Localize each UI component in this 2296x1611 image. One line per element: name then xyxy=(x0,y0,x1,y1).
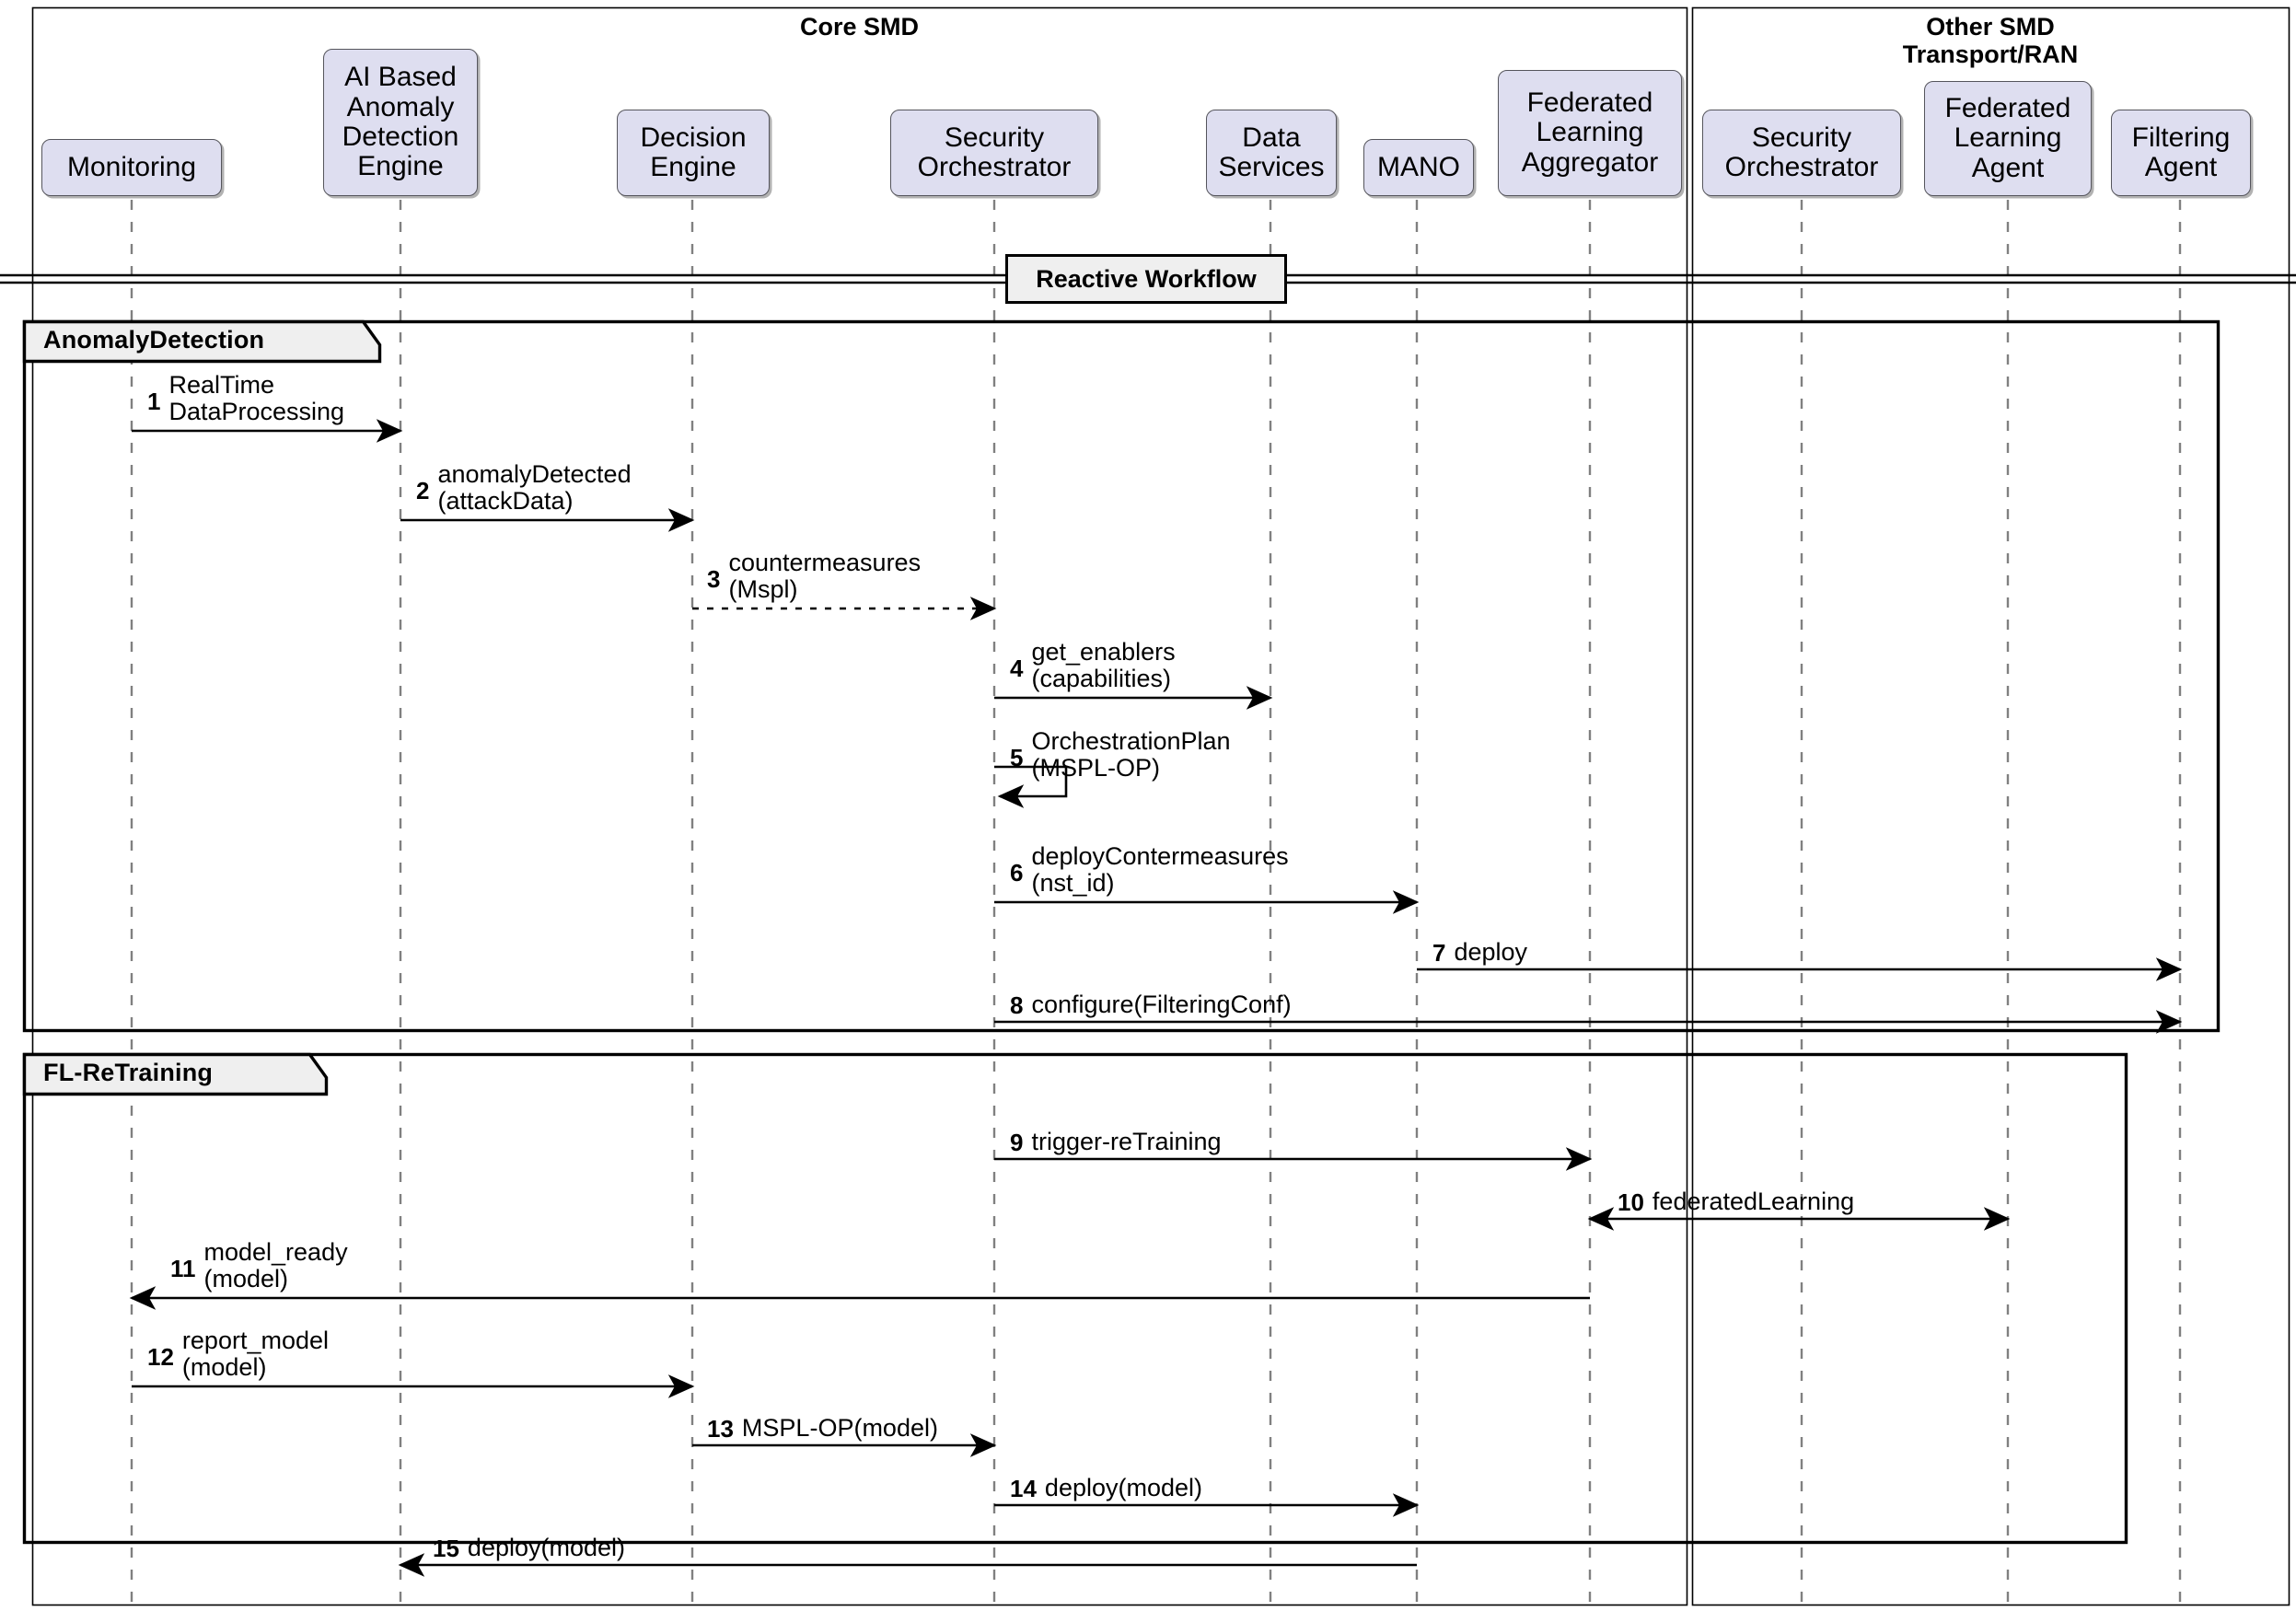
fragment-tab-anomaly-detection xyxy=(22,319,382,364)
participant-label-monitoring: Monitoring xyxy=(66,151,197,182)
message-text-13: MSPL-OP(model) xyxy=(741,1414,938,1442)
group-title-core-smd: Core SMD xyxy=(799,13,919,41)
message-arrow-5 xyxy=(994,765,1068,808)
fragment-frames xyxy=(22,319,2221,1545)
message-text-14: deploy(model) xyxy=(1044,1474,1203,1501)
message-label-10: 10 federatedLearning xyxy=(1618,1188,1854,1215)
message-number-3: 3 xyxy=(707,565,721,593)
participant-label-data-services: Data Services xyxy=(1218,122,1325,182)
message-label-7: 7 deploy xyxy=(1432,938,1528,967)
fragment-tab-fl-retraining xyxy=(22,1052,329,1096)
message-number-2: 2 xyxy=(416,477,430,504)
participant-data-services[interactable]: Data Services xyxy=(1206,110,1337,196)
message-number-15: 15 xyxy=(433,1534,459,1562)
fragment-label-anomaly-detection: AnomalyDetection xyxy=(43,326,265,353)
message-label-1: 1 RealTime DataProcessing xyxy=(147,371,345,426)
message-text-1: RealTime DataProcessing xyxy=(168,371,345,426)
participant-mano[interactable]: MANO xyxy=(1363,139,1474,196)
message-text-3: countermeasures (Mspl) xyxy=(728,549,922,604)
fragment-label-fl-retraining: FL-ReTraining xyxy=(43,1059,214,1086)
group-title-other-smd: Other SMD Transport/RAN xyxy=(1902,13,2079,69)
participant-decision[interactable]: Decision Engine xyxy=(617,110,770,196)
message-text-15: deploy(model) xyxy=(467,1534,626,1561)
message-text-2: anomalyDetected (attackData) xyxy=(437,460,632,516)
group-frame-core-smd xyxy=(31,6,1688,1606)
participant-filter-agent[interactable]: Filtering Agent xyxy=(2111,110,2251,196)
message-label-2: 2 anomalyDetected (attackData) xyxy=(416,460,632,516)
participant-sec-orch-other[interactable]: Security Orchestrator xyxy=(1702,110,1901,196)
group-frames xyxy=(31,6,2290,1606)
message-text-9: trigger-reTraining xyxy=(1031,1128,1222,1155)
message-label-11: 11 model_ready (model) xyxy=(170,1238,348,1293)
participant-label-filter-agent: Filtering Agent xyxy=(2131,122,2231,182)
message-number-4: 4 xyxy=(1010,655,1024,682)
message-text-12: report_model (model) xyxy=(181,1327,330,1382)
message-text-5: OrchestrationPlan (MSPL-OP) xyxy=(1031,727,1231,782)
message-label-14: 14 deploy(model) xyxy=(1010,1474,1203,1502)
participant-fl-agent[interactable]: Federated Learning Agent xyxy=(1924,81,2092,196)
message-number-5: 5 xyxy=(1010,744,1024,771)
message-number-11: 11 xyxy=(170,1255,196,1282)
message-label-9: 9 trigger-reTraining xyxy=(1010,1128,1222,1156)
message-number-7: 7 xyxy=(1432,938,1446,967)
message-number-14: 14 xyxy=(1010,1474,1037,1502)
message-text-6: deployContermeasures (nst_id) xyxy=(1031,842,1289,898)
participant-monitoring[interactable]: Monitoring xyxy=(41,139,222,196)
message-text-10: federatedLearning xyxy=(1652,1188,1855,1215)
participant-label-sec-orch-core: Security Orchestrator xyxy=(917,122,1072,182)
message-text-8: configure(FilteringConf) xyxy=(1031,991,1292,1018)
participant-label-fl-aggregator: Federated Learning Aggregator xyxy=(1521,87,1659,178)
participant-label-decision: Decision Engine xyxy=(640,122,747,182)
fragment-frame-fl-retraining xyxy=(22,1052,2128,1545)
message-number-13: 13 xyxy=(707,1414,734,1443)
message-number-9: 9 xyxy=(1010,1128,1024,1156)
message-number-12: 12 xyxy=(147,1343,174,1371)
message-number-6: 6 xyxy=(1010,859,1024,887)
message-label-5: 5 OrchestrationPlan (MSPL-OP) xyxy=(1010,727,1231,782)
message-label-4: 4 get_enablers (capabilities) xyxy=(1010,638,1176,693)
message-label-8: 8 configure(FilteringConf) xyxy=(1010,991,1292,1018)
message-number-10: 10 xyxy=(1618,1188,1644,1216)
message-label-15: 15 deploy(model) xyxy=(433,1534,626,1562)
participant-label-ai-anomaly: AI Based Anomaly Detection Engine xyxy=(342,62,459,182)
message-arrows xyxy=(129,419,2183,1577)
participant-ai-anomaly[interactable]: AI Based Anomaly Detection Engine xyxy=(323,49,478,196)
participant-label-fl-agent: Federated Learning Agent xyxy=(1944,92,2071,183)
message-text-4: get_enablers (capabilities) xyxy=(1031,638,1176,693)
participant-sec-orch-core[interactable]: Security Orchestrator xyxy=(890,110,1098,196)
message-number-8: 8 xyxy=(1010,991,1024,1019)
message-text-11: model_ready (model) xyxy=(203,1238,348,1293)
message-text-7: deploy xyxy=(1454,938,1528,966)
lifelines xyxy=(130,200,2182,1606)
group-frame-other-smd xyxy=(1691,6,2290,1606)
participant-label-mano: MANO xyxy=(1377,151,1460,182)
participant-label-sec-orch-other: Security Orchestrator xyxy=(1724,122,1879,182)
participant-fl-aggregator[interactable]: Federated Learning Aggregator xyxy=(1498,70,1682,196)
fragment-frame-anomaly-detection xyxy=(22,319,2221,1033)
reactive-workflow-divider-label: Reactive Workflow xyxy=(1005,254,1287,304)
message-number-1: 1 xyxy=(147,388,161,415)
